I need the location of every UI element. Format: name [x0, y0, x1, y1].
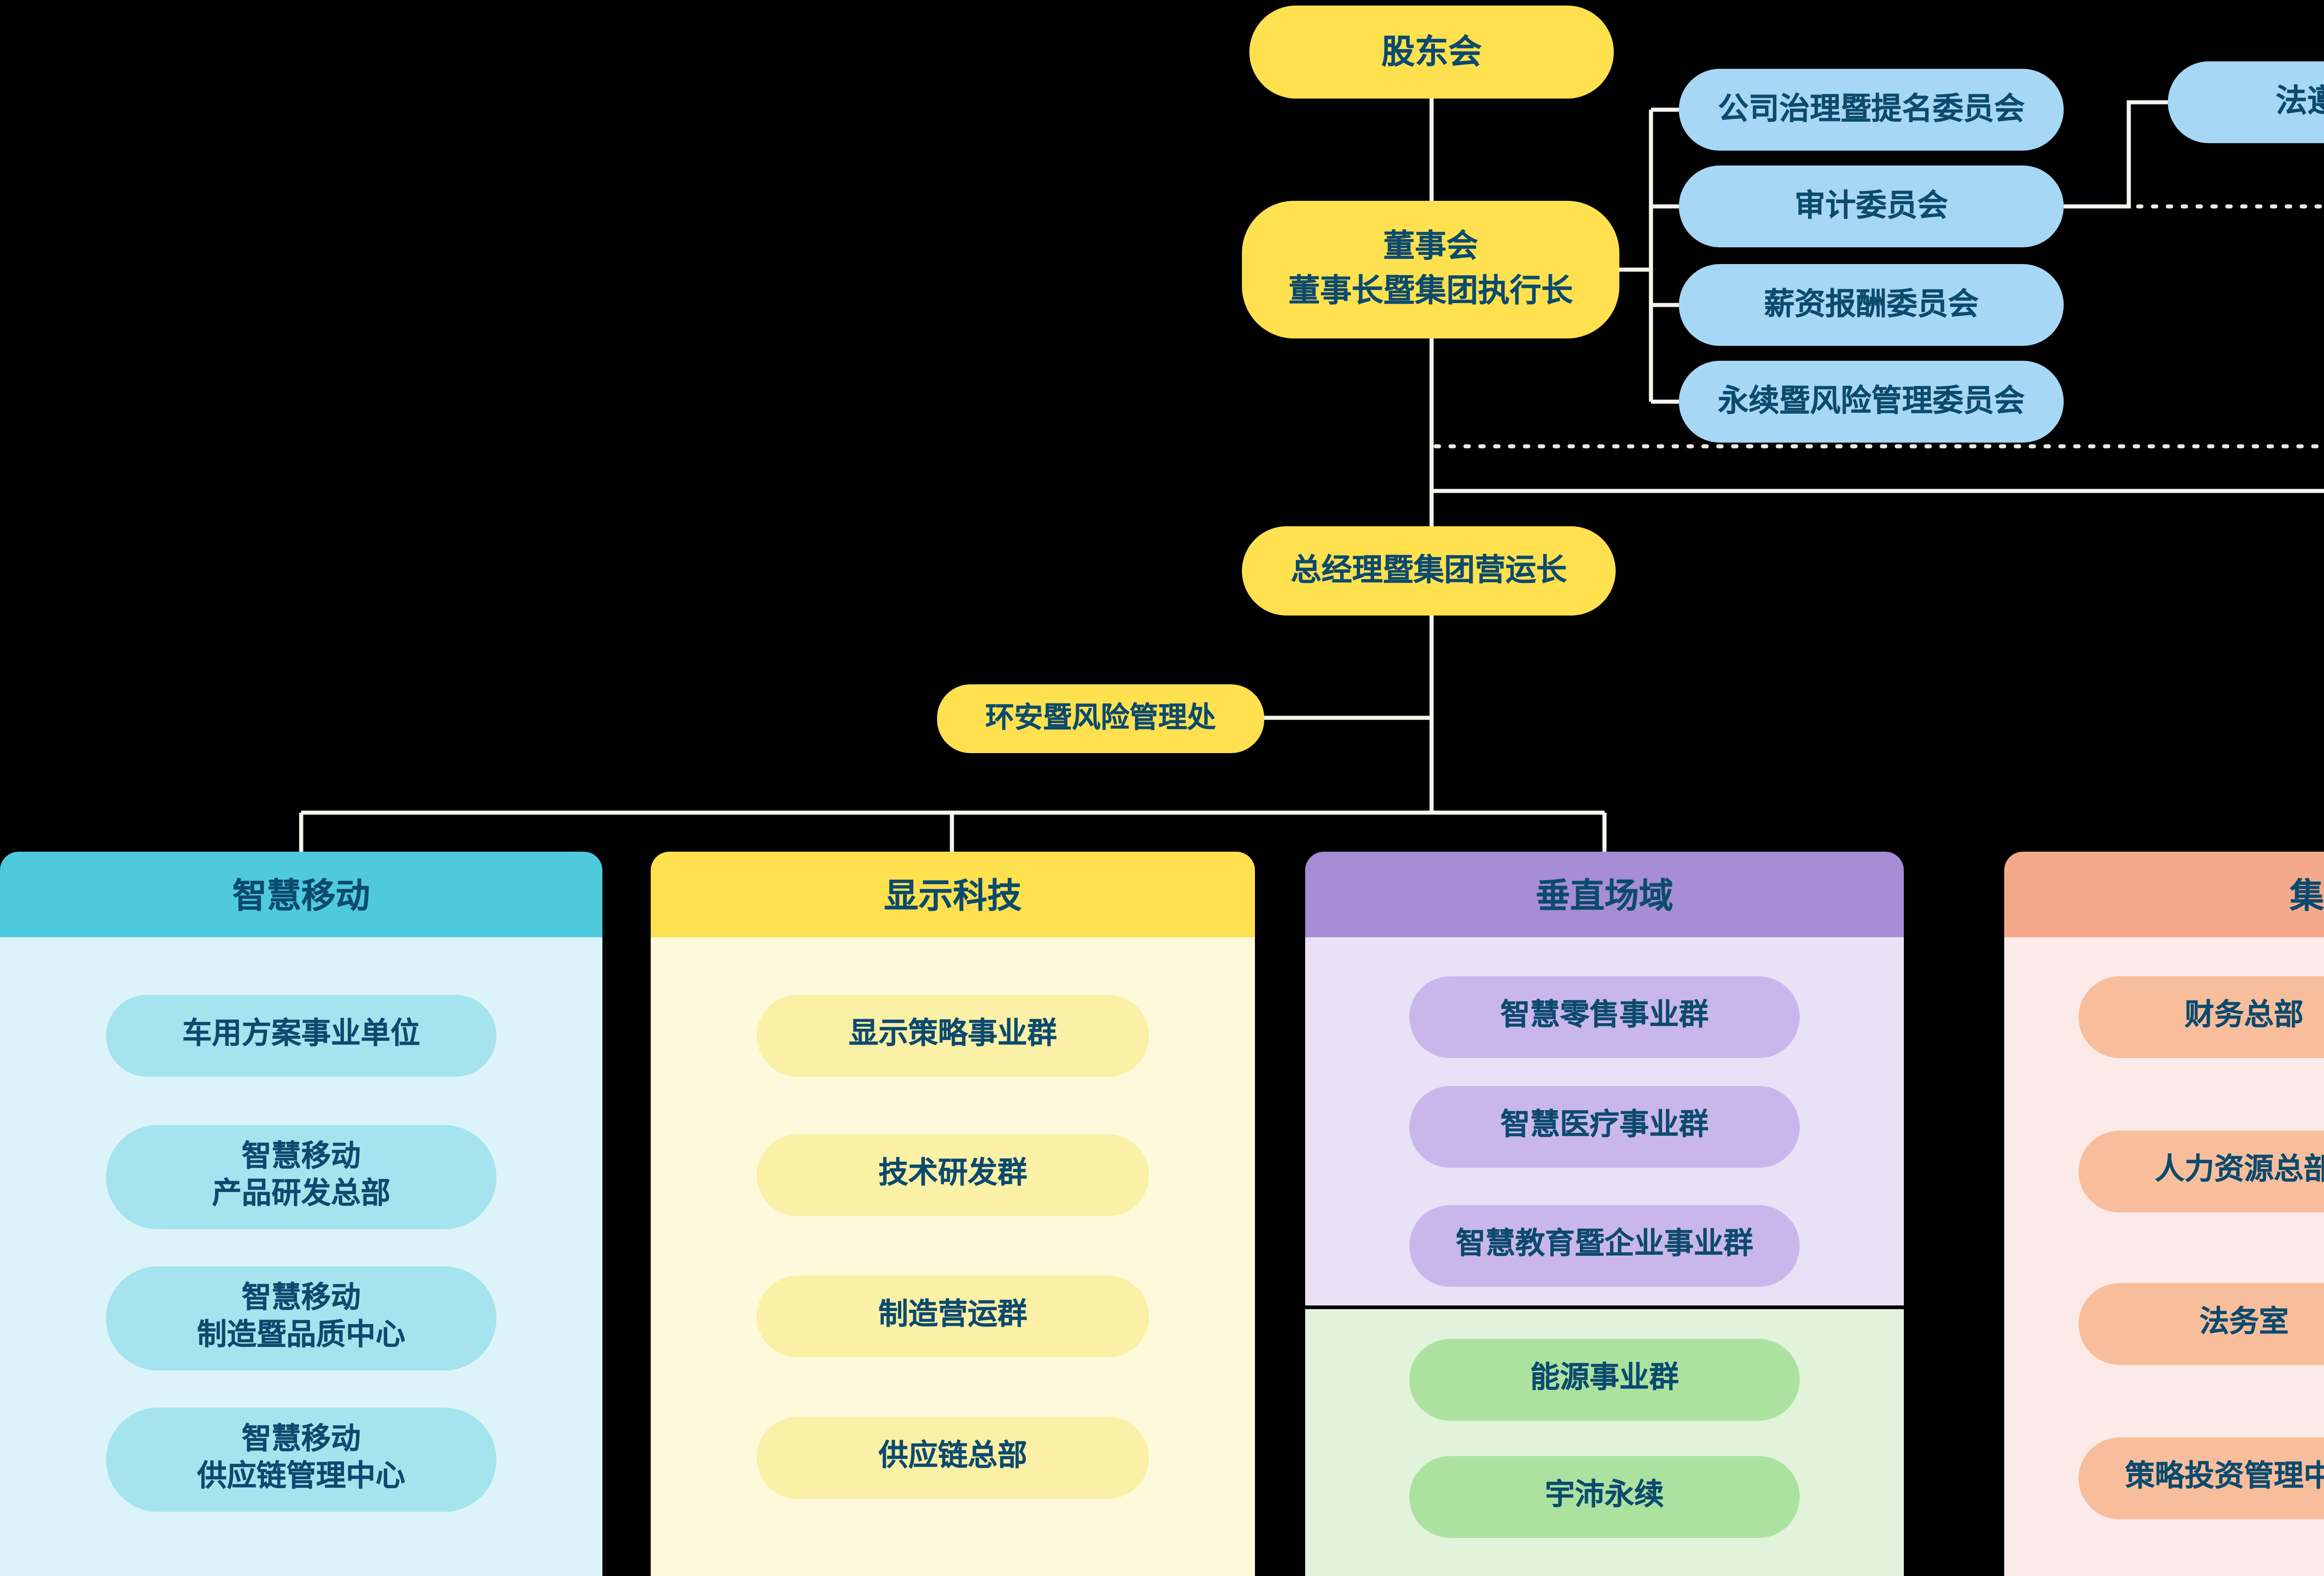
line-division-distribution	[299, 810, 1607, 852]
node-board-chairman: 董事会 董事长暨集团执行长	[1242, 201, 1619, 338]
unit-node: 策略投资管理中心	[2079, 1437, 2324, 1519]
unit-node: 智慧移动 制造暨品质中心	[106, 1266, 496, 1371]
node-ehs-risk-office: 环安暨风险管理处	[937, 684, 1264, 753]
unit-node: 供应链总部	[757, 1417, 1149, 1499]
division-title: 显示科技	[651, 852, 1255, 937]
unit-node: 财务总部	[2079, 976, 2324, 1058]
unit-node: 显示策略事业群	[757, 995, 1149, 1077]
node-shareholders: 股东会	[1249, 6, 1614, 99]
unit-node: 制造营运群	[757, 1276, 1149, 1357]
node-president-coo: 总经理暨集团营运长	[1242, 526, 1616, 616]
unit-node: 宇沛永续	[1409, 1456, 1800, 1538]
unit-node: 能源事业群	[1409, 1339, 1800, 1421]
division-smart-mobility: 智慧移动 车用方案事业单位 智慧移动 产品研发总部 智慧移动 制造暨品质中心 智…	[0, 852, 602, 1576]
division-title: 智慧移动	[0, 852, 602, 937]
unit-node: 技术研发群	[757, 1134, 1149, 1216]
node-committee-audit: 审计委员会	[1679, 166, 2064, 247]
unit-node: 法务室	[2079, 1283, 2324, 1365]
division-display-technology: 显示科技 显示策略事业群 技术研发群 制造营运群 供应链总部	[651, 852, 1255, 1576]
unit-node: 智慧医疗事业群	[1409, 1086, 1800, 1168]
node-committee-compensation: 薪资报酬委员会	[1679, 264, 2064, 346]
line-audit-compliance	[2064, 100, 2168, 209]
unit-node: 智慧教育暨企业事业群	[1409, 1205, 1800, 1287]
unit-node: 智慧移动 产品研发总部	[106, 1125, 496, 1229]
unit-node: 车用方案事业单位	[106, 995, 496, 1077]
node-chief-compliance-counsel: 法遵总顾问	[2168, 61, 2324, 143]
division-group-support: 集团营运支援单位 财务总部 人力资源总部 法务室 策略投资管理中心 数位技术发展…	[2004, 852, 2324, 1576]
division-vertical-domains: 垂直场域 智慧零售事业群 智慧医疗事业群 智慧教育暨企业事业群 能源事业群 宇沛…	[1305, 852, 1904, 1576]
unit-node: 智慧零售事业群	[1409, 976, 1800, 1058]
unit-node: 智慧移动 供应链管理中心	[106, 1408, 496, 1512]
unit-node: 人力资源总部	[2079, 1131, 2324, 1212]
node-committee-sustainability-risk: 永续暨风险管理委员会	[1679, 361, 2064, 443]
node-committee-governance: 公司治理暨提名委员会	[1679, 69, 2064, 151]
division-title: 垂直场域	[1305, 852, 1904, 937]
line-board-committees	[1619, 107, 1679, 404]
division-title: 集团营运支援单位	[2004, 852, 2324, 937]
